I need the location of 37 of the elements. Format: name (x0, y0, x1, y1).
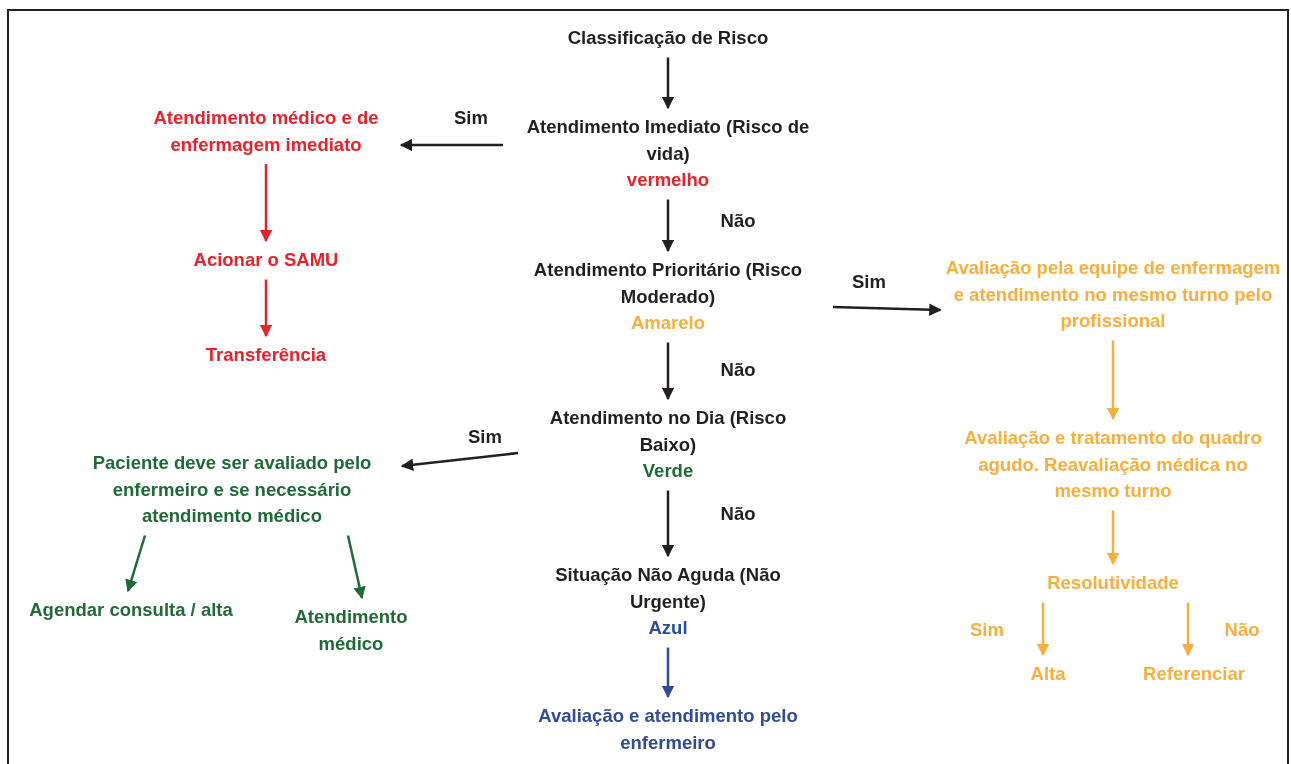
arrow (400, 451, 519, 471)
flow-step-text: Atendimento médico (293, 605, 409, 656)
flow-step-text: Acionar o SAMU (192, 248, 340, 272)
flow-step-text: Avaliação e tratamento do quadro agudo. Reavaliação médica no mesmo turno (963, 426, 1263, 503)
flow-step-text: Atendimento no Dia (Risco Baixo) (548, 406, 788, 457)
flow-step-text: Avaliação e atendimento pelo enfermeiro (537, 704, 799, 755)
arrow (125, 535, 147, 593)
flow-step-text: Transferência (204, 343, 328, 367)
arrow (399, 138, 503, 152)
arrow (832, 303, 942, 316)
flow-step-text: Referenciar (1142, 662, 1246, 686)
arrow (259, 164, 273, 243)
arrow (661, 199, 675, 253)
flow-step-text: Alta (1029, 662, 1067, 686)
flow-step-text: Amarelo (630, 311, 706, 335)
arrow (661, 57, 675, 110)
arrow (661, 342, 675, 401)
flow-step-text: Atendimento Prioritário (Risco Moderado) (532, 258, 804, 309)
flow-step-text: Avaliação pela equipe de enfermagem e atendimento no mesmo turno pelo profissional (944, 256, 1282, 333)
flow-step-text: Paciente deve ser avaliado pelo enfermeiro e se necessário atendimento médico (91, 451, 373, 528)
flow-step-text: Azul (647, 616, 689, 640)
flow-step-text: Classificação de Risco (566, 26, 770, 50)
arrow (661, 647, 675, 699)
flow-step-text: Situação Não Aguda (Não Urgente) (554, 563, 782, 614)
flow-step-text: Atendimento médico e de enfermagem imediato (152, 106, 380, 157)
arrow (1181, 602, 1195, 657)
arrow (1036, 602, 1050, 657)
flow-step-text: Atendimento Imediato (Risco de vida) (525, 115, 811, 166)
arrow (346, 535, 366, 600)
flow-step-text: vermelho (625, 168, 711, 192)
arrow (661, 490, 675, 558)
arrow (1106, 510, 1120, 566)
arrow (259, 279, 273, 338)
arrow (1106, 340, 1120, 421)
flow-step-text: Agendar consulta / alta (28, 598, 234, 622)
flow-step-text: Verde (641, 459, 695, 483)
flow-step-text: Resolutividade (1046, 571, 1180, 595)
